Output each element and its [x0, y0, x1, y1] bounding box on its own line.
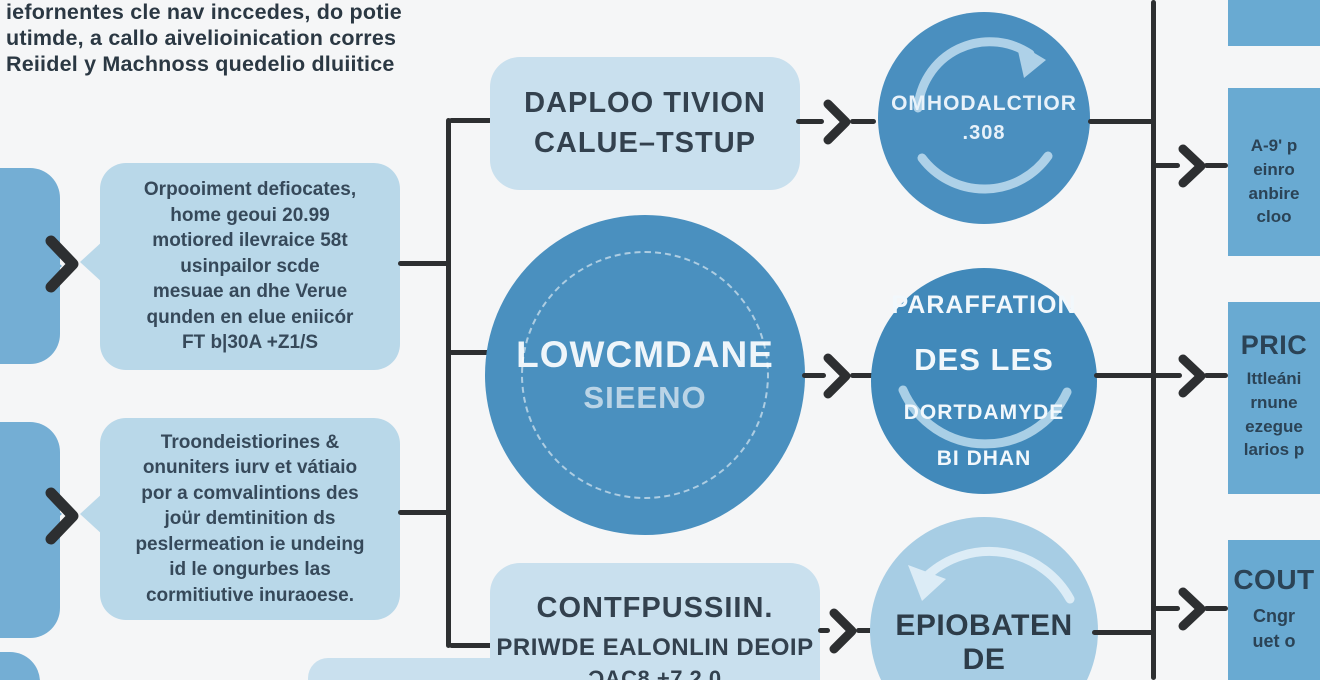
- connector-trunk-to-circle: [449, 350, 489, 355]
- result-box-bottom-lines: Cngr uet o: [1252, 606, 1296, 652]
- process-box-bottom-line3: ƆAC8 +7 2.0: [588, 666, 722, 680]
- result-box-middle-lines: Ittleáni rnune ezegue larios p: [1243, 369, 1305, 460]
- speech-bubble-2: Troondeistiorines & onuniters iurv et vá…: [100, 418, 400, 620]
- result-box-bottom-heading: COUT: [1233, 564, 1315, 595]
- chevron-right-icon: [1178, 587, 1206, 631]
- process-box-top-line1: DAPLOO TIVION: [524, 87, 766, 120]
- cycle-circle-bottom: EPIOBATEN DE De STAIDL: [870, 517, 1098, 680]
- connector-circle1-vline: [1088, 119, 1154, 124]
- connector-trunk-vertical: [446, 118, 451, 648]
- chevron-right-icon: [829, 608, 857, 654]
- circular-arrow-left-icon: [908, 547, 1075, 604]
- stage-circle-middle: PARAFFATION DES LES DORTDAMYDE BI DHAN: [871, 268, 1097, 494]
- bottom-partial-box: [308, 658, 522, 680]
- stage-circle-middle-line4: BI DHAN: [936, 447, 1032, 470]
- connector-branch-bottom: [1154, 606, 1180, 611]
- chevron-right-icon: [45, 235, 79, 293]
- cycle-circle-bottom-line2: De STAIDL: [905, 677, 1062, 680]
- result-box-middle: PRIC Ittleáni rnune ezegue larios p: [1228, 302, 1320, 494]
- connector-bottombox-arrow2: [856, 628, 874, 633]
- result-box-bottom: COUT Cngr uet o: [1228, 540, 1320, 680]
- chevron-right-icon: [1178, 144, 1206, 188]
- process-box-top: DAPLOO TIVION CALUE–TSTUP: [490, 57, 800, 190]
- chevron-right-icon: [1178, 354, 1206, 398]
- connector-branch-middle2: [1204, 373, 1228, 378]
- circular-arrow-icon: [913, 37, 1053, 194]
- chevron-right-icon: [45, 487, 79, 545]
- connector-bubble2-trunk: [398, 510, 450, 515]
- corner-rect: [1228, 0, 1320, 46]
- connector-branch-top2: [1204, 163, 1228, 168]
- connector-circle-arrow2: [850, 373, 874, 378]
- cycle-circle-bottom-line1: EPIOBATEN DE: [895, 609, 1073, 676]
- dashed-ring: [521, 251, 769, 499]
- connector-trunk-to-bottom-box: [449, 643, 521, 648]
- connector-circle3-vline: [1092, 630, 1154, 635]
- left-partial-bubble-3: [0, 652, 40, 680]
- connector-circle-arrow: [802, 373, 826, 378]
- process-box-bottom-line1: CONTFPUSSIIN.: [536, 592, 774, 624]
- smile-arc-icon: [898, 385, 1072, 449]
- connector-branch-middle: [1094, 373, 1182, 378]
- connector-trunk-to-top-box: [449, 118, 492, 123]
- connector-bottombox-arrow: [818, 628, 830, 633]
- chevron-right-icon: [823, 353, 851, 399]
- connector-topbox-arrow: [796, 119, 824, 124]
- cycle-circle-top-title: OMHODALCTIOR: [891, 91, 1077, 115]
- process-box-bottom-line2: PRIWDE EALONLIN DEOIP: [496, 634, 814, 662]
- connector-branch-bottom2: [1204, 606, 1228, 611]
- cycle-circle-top-subtitle: .308: [962, 121, 1006, 144]
- speech-bubble-1: Orpooiment defiocates, home geoui 20.99 …: [100, 163, 400, 370]
- cycle-circle-top: OMHODALCTIOR .308: [878, 12, 1090, 224]
- connector-right-vertical: [1151, 0, 1156, 680]
- result-box-top: A-9' p einro anbire cloo: [1228, 88, 1320, 256]
- main-circle-subtitle: SIEENO: [583, 380, 707, 415]
- connector-bubble1-trunk: [398, 261, 450, 266]
- process-box-bottom: CONTFPUSSIIN. PRIWDE EALONLIN DEOIP ƆAC8…: [490, 563, 820, 680]
- chevron-right-icon: [823, 99, 851, 145]
- stage-circle-middle-line3: DORTDAMYDE: [903, 400, 1065, 424]
- connector-topbox-arrow2: [850, 119, 876, 124]
- connector-branch-top: [1154, 163, 1180, 168]
- result-box-middle-heading: PRIC: [1240, 330, 1308, 360]
- stage-circle-middle-line1: PARAFFATION: [891, 290, 1077, 319]
- stage-circle-middle-line2: DES LES: [914, 342, 1054, 377]
- top-left-note: iefornentes cle nav inccedes, do potie u…: [6, 0, 402, 76]
- main-circle: LOWCMDANE SIEENO: [485, 215, 805, 535]
- process-box-top-line2: CALUE–TSTUP: [533, 126, 757, 159]
